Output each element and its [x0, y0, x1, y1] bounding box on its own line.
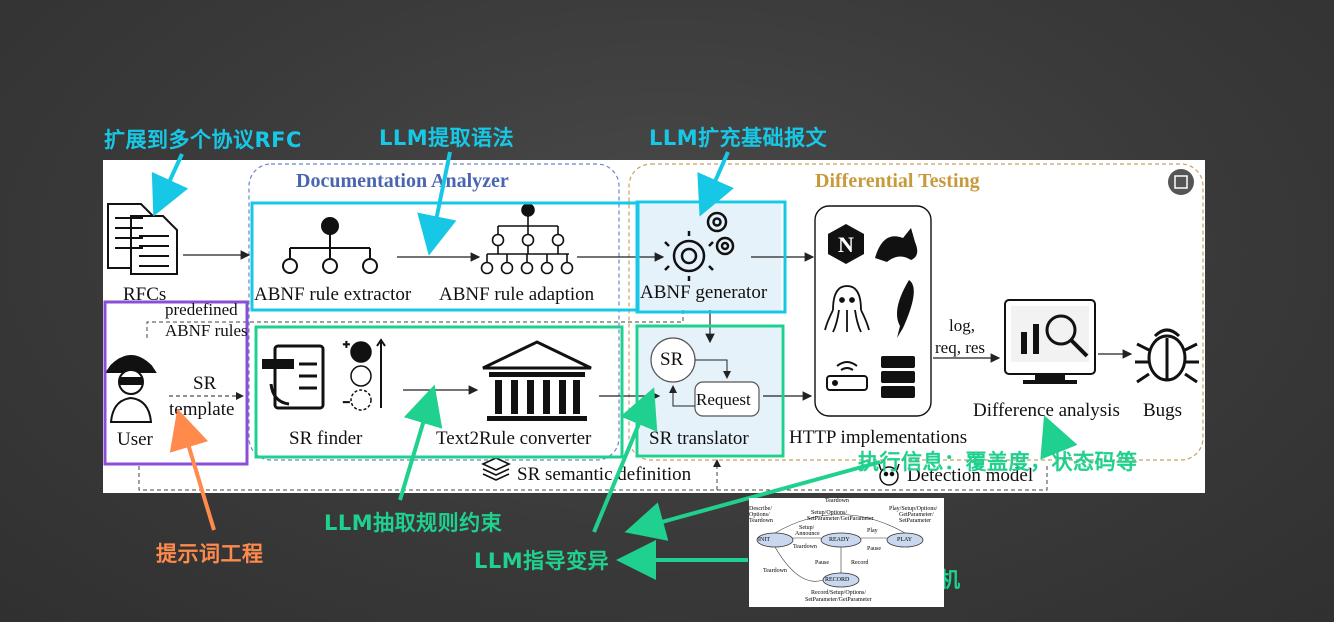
sm-play: Play [867, 528, 878, 534]
sm-record: Record [851, 560, 869, 566]
abnf-extractor-label: ABNF rule extractor [254, 284, 412, 305]
sr-template-label-1: SR [193, 373, 217, 394]
sm-getparam: GetParameter/ [899, 512, 934, 518]
abnf-extractor-tree-icon [282, 217, 378, 274]
apache-feather-icon [897, 280, 914, 338]
log-label: log, [949, 316, 975, 335]
sr-finder-label: SR finder [289, 428, 363, 449]
user-label: User [117, 429, 153, 450]
sr-circle-label: SR [660, 349, 684, 370]
sm-play-state: PLAY [897, 537, 913, 543]
sm-teardown-bottom: Teardown [763, 568, 787, 574]
sm-record-setup: Record/Setup/Options/ [811, 590, 866, 596]
detection-demon-icon [878, 463, 900, 486]
nginx-icon: N [828, 224, 864, 264]
rfcs-label: RFCs [123, 284, 167, 305]
state-machine-diagram: Teardown Describe/ Options/ Teardown Set… [749, 498, 944, 607]
diff-analysis-label: Difference analysis [973, 400, 1120, 421]
text2rule-label: Text2Rule converter [436, 428, 592, 449]
bug-icon [1135, 328, 1199, 384]
sm-setup-opts: Setup/Options/ [811, 510, 848, 516]
router-icon [826, 361, 868, 391]
annotation-exec-info: 执行信息：覆盖度，状态码等 [858, 450, 1138, 474]
doc-analyzer-box [248, 163, 620, 461]
sm-teardown-mid: Teardown [793, 544, 817, 550]
sm-teardown-left: Teardown [749, 518, 773, 524]
request-box [694, 381, 760, 417]
abnf-generator-label: ABNF generator [640, 282, 768, 303]
sm-record-state: RECORD [825, 577, 850, 583]
http-impl-label: HTTP implementations [789, 427, 968, 448]
annotation-rfc-expand: 扩展到多个协议RFC [104, 128, 302, 152]
abnf-rules-label: ABNF rules [165, 321, 248, 340]
sr-translator-label: SR translator [649, 428, 749, 449]
svg-text:N: N [838, 232, 854, 257]
sr-template-label-2: template [169, 399, 235, 420]
diagram-canvas: N [103, 163, 1204, 491]
sr-semantic-label: SR semantic definition [517, 464, 692, 485]
user-hacker-icon [105, 355, 157, 423]
sm-init: INIT [758, 537, 770, 543]
bugs-label: Bugs [1143, 400, 1183, 421]
gears-icon [664, 211, 735, 281]
sm-setup: Setup/ [799, 525, 815, 531]
sm-teardown-top: Teardown [825, 498, 849, 504]
sm-setparam2: SetParameter [899, 518, 931, 524]
detection-model-label: Detection model [907, 465, 1034, 486]
sm-options: Options/ [749, 512, 770, 518]
text2rule-building-icon [482, 340, 592, 421]
sm-announce: Announce [795, 531, 820, 537]
req-res-label: req, res [935, 338, 986, 357]
sr-finder-icon [262, 344, 325, 410]
tomcat-icon [875, 228, 918, 262]
layers-icon [481, 457, 511, 481]
request-label: Request [696, 390, 751, 409]
emotion-faces-icon: + − [342, 336, 386, 411]
sm-ready: READY [829, 537, 850, 543]
annotation-llm-mutation: LLM指导变异 [474, 549, 610, 573]
sm-describe: Describe/ [749, 506, 772, 512]
svg-text:+: + [343, 337, 350, 351]
doc-analyzer-title: Documentation Analyzer [296, 170, 509, 192]
annotation-prompt-eng: 提示词工程 [156, 542, 264, 566]
diff-testing-box [628, 163, 1204, 461]
highlight-user [103, 300, 249, 466]
framework-diagram: N [103, 160, 1205, 493]
sm-setparam-bottom: SetParameter/GetParameter [805, 597, 872, 603]
sm-pause: Pause [867, 546, 881, 552]
abnf-adaption-label: ABNF rule adaption [439, 284, 595, 305]
sm-play-setup: Play/Setup/Options/ [889, 506, 938, 512]
annotation-llm-expand: LLM扩充基础报文 [649, 126, 828, 150]
svg-text:−: − [343, 395, 350, 409]
sm-pause2: Pause [815, 560, 829, 566]
sm-setparam: SetParameter/GetParameter [807, 516, 874, 522]
rfc-document-icon [107, 203, 178, 275]
server-icon [881, 356, 915, 398]
predefined-label: predefined [165, 300, 238, 319]
annotation-llm-constraint: LLM抽取规则约束 [324, 511, 503, 535]
expand-icon [1168, 169, 1194, 195]
jetty-octopus-icon [824, 285, 870, 333]
diff-testing-title: Differential Testing [815, 170, 980, 192]
monitor-analysis-icon [1004, 299, 1096, 384]
abnf-adaption-tree-icon [480, 203, 574, 275]
annotation-llm-grammar: LLM提取语法 [379, 126, 515, 150]
